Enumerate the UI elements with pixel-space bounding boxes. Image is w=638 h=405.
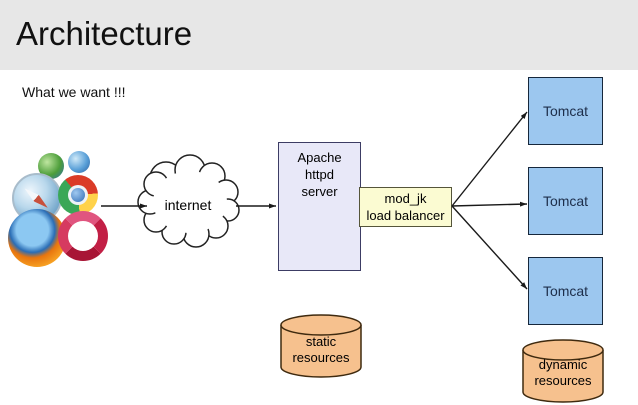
internet-label: internet xyxy=(164,197,212,213)
tomcat-box-2: Tomcat xyxy=(528,167,603,235)
static-resources-label: static resources xyxy=(292,334,350,365)
tomcat-box-3: Tomcat xyxy=(528,257,603,325)
arrow-modjk-to-tomcat1 xyxy=(451,111,528,207)
chrome-icon xyxy=(58,175,98,215)
slide-header xyxy=(0,0,638,70)
apache-httpd-server-box: Apache httpd server xyxy=(278,142,361,271)
tomcat-box-1: Tomcat xyxy=(528,77,603,145)
firefox-icon xyxy=(8,209,66,267)
dynamic-resources-label: dynamic resources xyxy=(534,357,592,388)
modjk-load-balancer-box: mod_jk load balancer xyxy=(359,187,452,227)
page-title: Architecture xyxy=(16,15,193,52)
arrow-modjk-to-tomcat3 xyxy=(451,205,528,290)
globe-icon xyxy=(68,151,90,173)
subtitle: What we want !!! xyxy=(22,84,126,100)
chrome-dot-icon xyxy=(70,187,86,203)
opera-icon xyxy=(58,211,108,261)
arrow-modjk-to-tomcat2 xyxy=(451,201,528,207)
compass-needle-icon xyxy=(22,185,51,211)
browser-logos xyxy=(0,151,110,269)
